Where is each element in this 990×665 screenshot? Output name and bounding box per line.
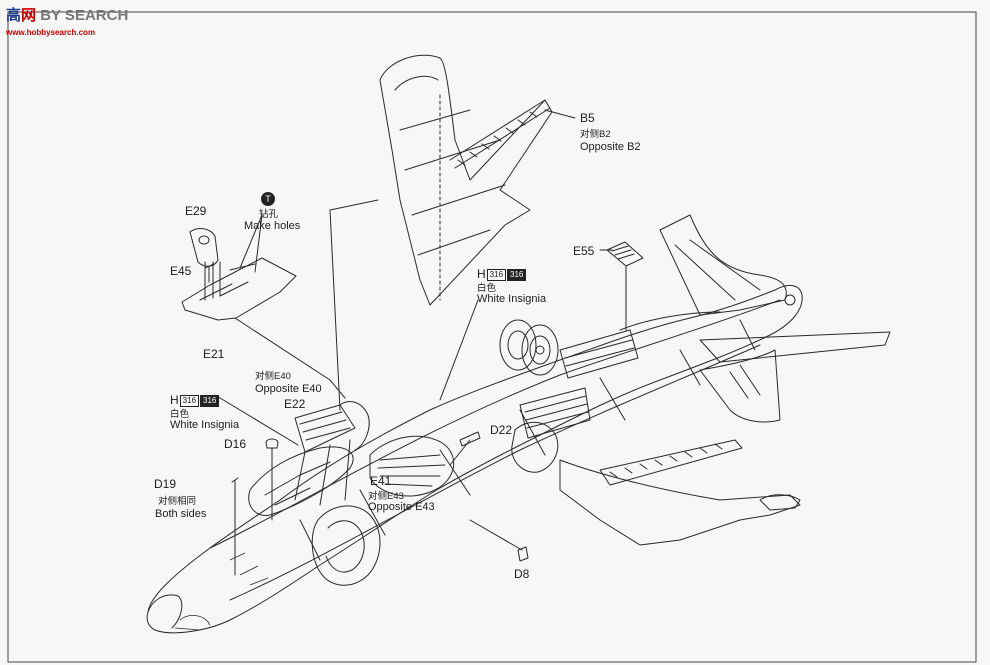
label-e40-cn: 对侧E40 [255,371,291,382]
label-d19: D19 [154,477,177,491]
engine-fan [369,435,455,497]
right-wing [559,459,801,546]
label-e41-en: Opposite E43 [368,501,435,513]
fuselage-vents [519,387,591,439]
label-d19-en: Both sides [155,508,207,520]
paint-code-icon-dark: 316 [507,269,527,281]
right-intake [511,421,559,473]
left-intake [311,505,381,586]
part-d19 [231,477,239,576]
main-wheel-2 [521,324,559,376]
watermark-url: www.hobbysearch.com [6,28,96,37]
part-d8 [517,546,529,562]
paint-code-icon: 316 [486,269,507,281]
label-h-left-code: H [170,393,179,407]
label-h-left-en: White Insignia [170,419,240,431]
main-wheel-1 [499,319,537,371]
drill-label-cn: 钻孔 [259,209,279,220]
paint-code-icon-dark-2: 316 [200,395,220,407]
horizontal-tail-right [699,331,891,363]
label-e41-cn: 对侧E43 [368,491,404,502]
page-border [7,11,977,663]
label-e40-en: Opposite E40 [255,383,322,395]
cockpit-opening [248,446,354,516]
label-e22: E22 [284,397,306,411]
label-e55: E55 [573,244,595,258]
wing-b5 [379,54,553,306]
label-e29: E29 [185,204,207,218]
label-h-top-code: H [477,267,486,281]
nose-cone [147,594,183,629]
part-e21-plate [181,257,297,321]
label-e41: E41 [370,474,392,488]
label-d16: D16 [224,437,247,451]
watermark-cn-1: 高 [6,7,22,24]
horizontal-tail-lower [699,349,781,423]
paint-code-icon-2: 316 [179,395,200,407]
label-d8: D8 [514,567,530,581]
part-e22 [294,404,356,453]
label-h-left-cn: 白色 [170,409,190,420]
drill-hole-icon: T [261,192,275,206]
part-d16 [265,438,279,449]
label-h-top-en: White Insignia [477,293,547,305]
label-b5: B5 [580,111,595,125]
label-d19-cn: 对侧相同 [158,496,197,507]
part-e29 [189,228,219,267]
watermark-brand: 高网 BY SEARCH [6,4,128,25]
drill-label-en: Make holes [244,220,301,232]
watermark-en: BY SEARCH [40,7,129,24]
watermark-cn-2: 网 [21,7,37,24]
part-e55 [606,241,644,267]
label-b5-en: Opposite B2 [580,141,641,153]
label-e45: E45 [170,264,192,278]
vertical-tail [659,214,787,316]
label-h-top-cn: 白色 [477,283,497,294]
label-e21: E21 [203,347,225,361]
label-b5-cn: 对侧B2 [580,129,611,140]
part-d22 [459,431,481,447]
fuselage-outline [146,284,803,634]
label-d22: D22 [490,423,513,437]
